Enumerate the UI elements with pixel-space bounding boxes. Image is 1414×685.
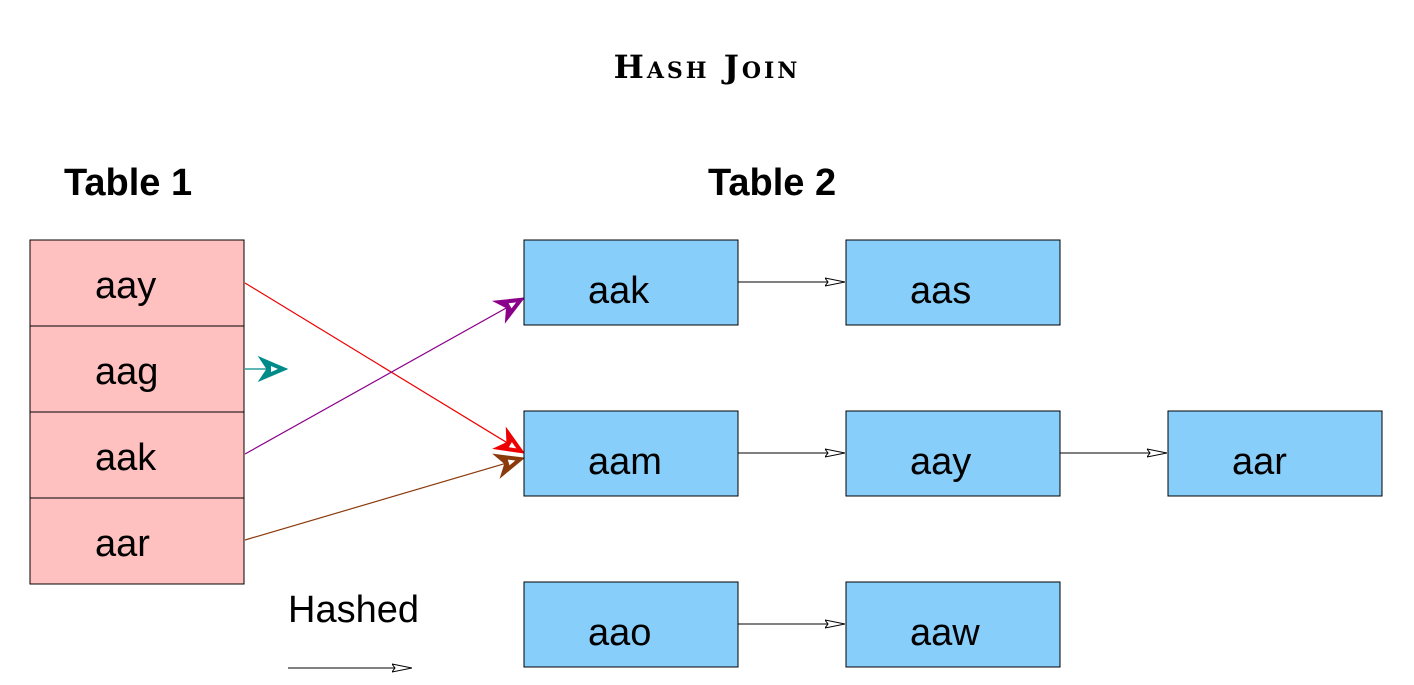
hash-link <box>244 282 525 454</box>
table1-row: aag <box>29 325 245 413</box>
table1-row: aay <box>29 239 245 327</box>
hash-link-head-notch <box>508 302 517 309</box>
bucket-node-label: aar <box>1232 441 1287 483</box>
hash-link-head-notch <box>507 459 516 466</box>
bucket-node-box <box>845 239 1061 326</box>
table1-cell <box>29 497 245 585</box>
table1: aay aag aak aar <box>29 239 245 585</box>
table1-cell <box>29 411 245 499</box>
table1-cell-label: aag <box>95 351 158 393</box>
bucket-node: aas <box>845 239 1061 326</box>
bucket-node-box <box>523 239 739 326</box>
hash-link-head <box>492 426 526 454</box>
bucket-node-box <box>523 410 739 497</box>
table1-row: aar <box>29 497 245 585</box>
bucket-node-box <box>845 410 1061 497</box>
table2-heading: Table 2 <box>708 162 837 204</box>
hash-link <box>244 297 525 455</box>
hash-links <box>244 282 526 541</box>
table1-cell <box>29 325 245 413</box>
hash-link <box>244 457 525 541</box>
bucket-chain-links <box>738 282 1167 624</box>
diagram-title: Hash Join <box>613 48 801 86</box>
bucket-node: aay <box>845 410 1061 497</box>
bucket-node-label: aao <box>588 612 651 654</box>
table1-row: aak <box>29 411 245 499</box>
bucket-node-box <box>523 581 739 668</box>
bucket-node-label: aaw <box>910 612 980 654</box>
legend-label: Hashed <box>288 589 419 631</box>
bucket-node: aaw <box>845 581 1061 668</box>
bucket-node-label: aay <box>910 441 971 483</box>
bucket-node: aak <box>523 239 739 326</box>
table1-cell-label: aar <box>95 523 150 565</box>
table1-cell <box>29 239 245 327</box>
hash-link-head-notch <box>508 442 517 449</box>
bucket-node-box <box>1167 410 1383 497</box>
table1-cell-label: aay <box>95 265 156 307</box>
bucket-node: aar <box>1167 410 1383 497</box>
bucket-node: aam <box>523 410 739 497</box>
table1-heading: Table 1 <box>64 162 193 204</box>
table2: aak aas aam aay aar aao aaw <box>523 239 1383 668</box>
hash-link-head <box>491 297 526 324</box>
bucket-node-label: aak <box>588 270 650 312</box>
hash-link-head-notch <box>271 366 278 372</box>
table1-cell-label: aak <box>95 437 157 479</box>
hash-link-head <box>492 453 526 479</box>
bucket-node: aao <box>523 581 739 668</box>
bucket-node-label: aas <box>910 270 971 312</box>
bucket-node-label: aam <box>588 441 662 483</box>
bucket-node-box <box>845 581 1061 668</box>
